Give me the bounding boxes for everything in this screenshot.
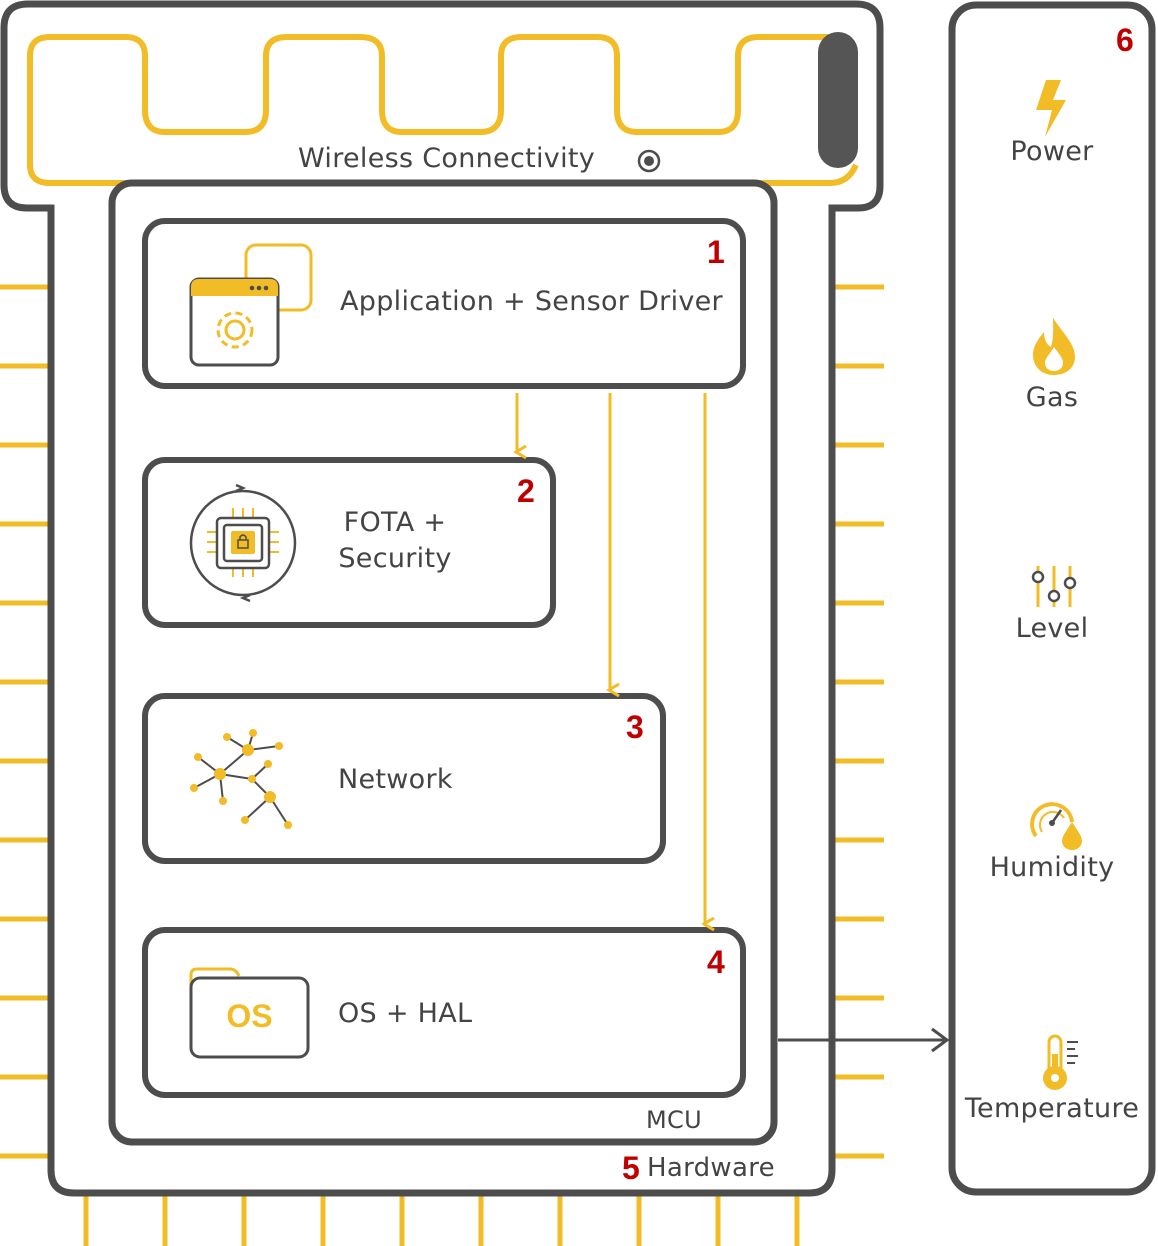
sensor-label-temperature: Temperature <box>964 1093 1140 1124</box>
bottom-pins <box>83 1196 800 1246</box>
sensors-number: 6 <box>1116 22 1134 58</box>
layer-2-label-line1: FOTA + <box>343 507 447 538</box>
sliders-icon <box>1031 566 1077 607</box>
layer-2-label: FOTA + Security <box>330 505 460 577</box>
network-nodes-icon <box>190 729 292 829</box>
layer-box-3 <box>142 693 666 864</box>
app-window-icon <box>189 243 313 367</box>
layer-4-number: 4 <box>707 944 725 980</box>
layer-3-label: Network <box>338 764 453 795</box>
sensor-label-gas: Gas <box>1025 382 1079 413</box>
wireless-connectivity-label: Wireless Connectivity <box>298 143 596 174</box>
sensor-label-humidity: Humidity <box>989 852 1115 883</box>
os-icon-text: OS <box>226 998 273 1034</box>
os-folder-icon <box>189 967 310 1059</box>
antenna-connector <box>818 32 858 168</box>
hardware-label: Hardware <box>647 1153 775 1183</box>
layer-1-number: 1 <box>707 234 725 270</box>
layer-4-label: OS + HAL <box>338 998 473 1029</box>
lightning-icon <box>1036 80 1066 137</box>
layer-3-number: 3 <box>626 709 644 745</box>
sensor-label-level: Level <box>1015 613 1089 644</box>
layer-2-label-line2: Security <box>338 543 452 574</box>
mcu-label: MCU <box>646 1106 702 1134</box>
gauge-droplet-icon <box>1030 802 1082 850</box>
thermometer-icon <box>1043 1034 1078 1090</box>
layer-2-number: 2 <box>517 473 535 509</box>
flame-icon <box>1033 318 1075 375</box>
target-icon <box>637 149 661 173</box>
right-pins <box>834 284 884 1159</box>
antenna-trace <box>27 34 859 186</box>
hardware-number: 5 <box>622 1150 640 1186</box>
sensor-label-power: Power <box>1010 136 1094 167</box>
secure-chip-icon <box>189 483 297 603</box>
layer-1-label: Application + Sensor Driver <box>340 286 723 317</box>
left-pins <box>0 284 50 1159</box>
